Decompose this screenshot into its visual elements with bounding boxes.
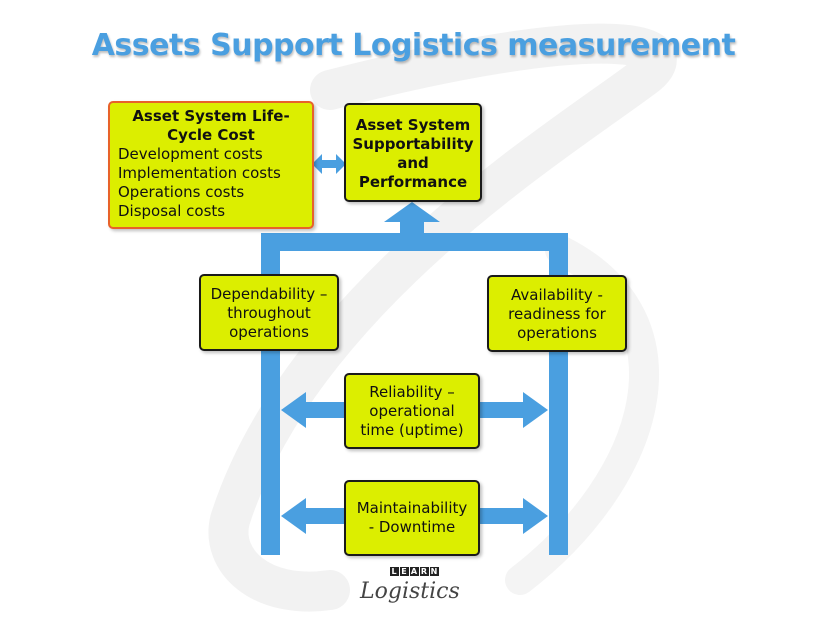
- maintainability-box: Maintainability - Downtime: [344, 480, 480, 556]
- lifecycle-item: Development costs: [118, 145, 263, 163]
- maintainability-left-arrowhead: [281, 498, 306, 534]
- page-title: Assets Support Logistics measurement: [91, 28, 736, 63]
- top-bar: [261, 233, 568, 251]
- maintainability-right-arrowhead: [523, 498, 548, 534]
- lifecycle-item: Implementation costs: [118, 164, 281, 182]
- lifecycle-item: Operations costs: [118, 183, 245, 201]
- dependability-box: Dependability – throughout operations: [199, 274, 339, 351]
- reliability-box: Reliability – operational time (uptime): [344, 373, 480, 449]
- link-right-arrowhead: [336, 154, 346, 174]
- lifecycle-cost-box: Asset System Life-Cycle Cost Development…: [108, 101, 314, 229]
- reliability-right-arrowhead: [523, 392, 548, 428]
- lifecycle-item: Disposal costs: [118, 202, 226, 220]
- up-arrow-head: [384, 202, 440, 222]
- logo-logistics: Logistics: [360, 579, 460, 604]
- availability-box: Availability - readiness for operations: [487, 275, 627, 352]
- lifecycle-heading: Asset System Life-Cycle Cost: [132, 107, 290, 144]
- supportability-box: Asset System Supportability and Performa…: [344, 103, 482, 202]
- link-left-arrowhead: [312, 154, 322, 174]
- reliability-left-arrowhead: [281, 392, 306, 428]
- up-arrow-shaft: [400, 218, 424, 238]
